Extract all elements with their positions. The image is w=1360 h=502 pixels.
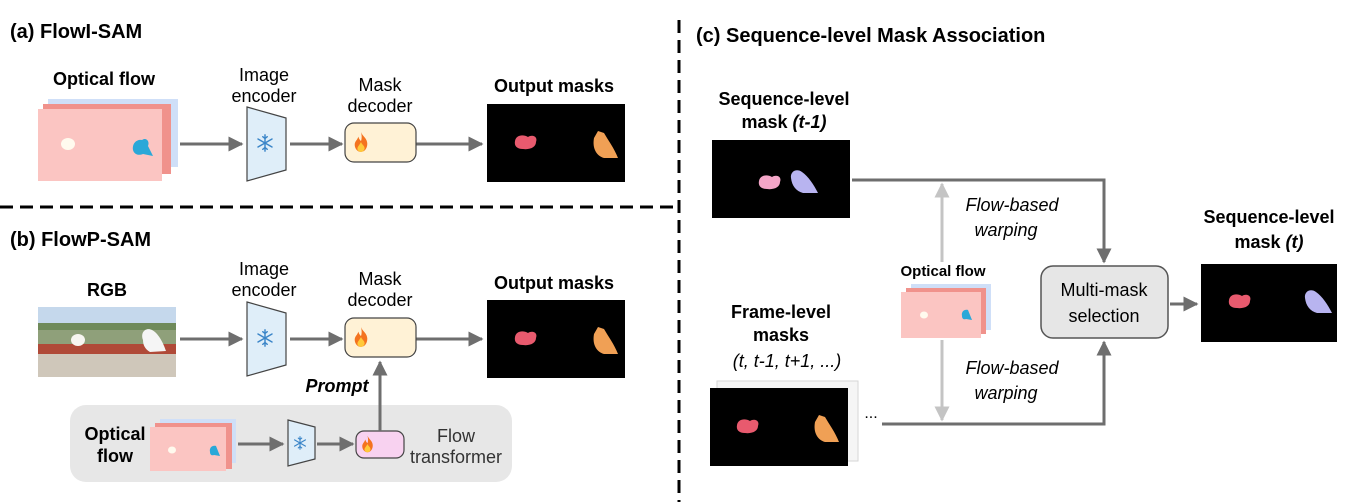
rgb-image bbox=[38, 307, 176, 377]
prompt-label: Prompt bbox=[306, 376, 370, 396]
warp-bottom-label: Flow-based bbox=[965, 358, 1059, 378]
panel-a-output-label: Output masks bbox=[494, 76, 614, 96]
panel-a-encoder-label: Image bbox=[239, 65, 289, 85]
multi-mask-selection-block bbox=[1040, 265, 1169, 339]
flow-transformer-label: Flow bbox=[437, 426, 476, 446]
mask-decoder-block bbox=[344, 122, 417, 163]
mask-shape bbox=[1304, 290, 1332, 313]
mask-shape bbox=[514, 135, 537, 150]
mask-shape bbox=[790, 170, 818, 193]
mask-shape bbox=[514, 331, 537, 346]
panel-b-encoder-label: encoder bbox=[231, 280, 296, 300]
panel-b-decoder-label: Mask bbox=[358, 269, 402, 289]
prompt-encoder-block bbox=[287, 419, 316, 467]
seq-out-label: Sequence-level bbox=[1203, 207, 1334, 227]
panel-a-optical-flow-image bbox=[38, 99, 178, 181]
seq-prev-label: Sequence-level bbox=[718, 89, 849, 109]
arrow bbox=[852, 178, 1112, 264]
mask-shape bbox=[1228, 294, 1251, 309]
warp-top-label: warping bbox=[974, 220, 1037, 240]
panel-b-flow-label: Optical bbox=[84, 424, 145, 444]
panel-b-flow-label: flow bbox=[97, 446, 134, 466]
mask-shape bbox=[758, 175, 781, 190]
frame-level-label: Frame-level bbox=[731, 302, 831, 322]
multi-mask-selection-label: Multi-mask bbox=[1060, 280, 1148, 300]
panel-a-decoder-label: decoder bbox=[347, 96, 412, 116]
frame-level-label: (t, t-1, t+1, ...) bbox=[733, 351, 842, 371]
panel-a-title: (a) FlowI-SAM bbox=[10, 21, 142, 43]
mask-shape bbox=[814, 415, 839, 442]
warp-bottom-label: warping bbox=[974, 383, 1037, 403]
panel-a: (a) FlowI-SAM Optical flow Image encoder… bbox=[10, 21, 625, 182]
panel-a-input-label: Optical flow bbox=[53, 69, 156, 89]
prompt-optical-flow-image bbox=[150, 419, 236, 471]
panel-c-optical-flow-image bbox=[901, 284, 991, 338]
panel-c-optical-flow-label: Optical flow bbox=[900, 263, 985, 280]
panel-c-title: (c) Sequence-level Mask Association bbox=[696, 25, 1045, 47]
seq-prev-label: mask (t-1) bbox=[741, 112, 826, 132]
multi-mask-selection-label: selection bbox=[1068, 306, 1139, 326]
arrow bbox=[882, 340, 1112, 426]
warp-top-label: Flow-based bbox=[965, 195, 1059, 215]
panel-a-encoder-label: encoder bbox=[231, 86, 296, 106]
frame-level-label: masks bbox=[753, 325, 809, 345]
mask-shape bbox=[736, 419, 759, 434]
mask-shape bbox=[593, 327, 618, 354]
panel-b-decoder-label: decoder bbox=[347, 290, 412, 310]
ellipsis: ... bbox=[864, 405, 877, 422]
panel-c: (c) Sequence-level Mask Association Sequ… bbox=[696, 25, 1337, 466]
mask-decoder-block bbox=[344, 317, 417, 358]
panel-b-input-label: RGB bbox=[87, 280, 127, 300]
seq-prev-mask-image bbox=[712, 140, 850, 218]
seq-out-label: mask (t) bbox=[1234, 232, 1303, 252]
panel-b: (b) FlowP-SAM RGB Image encoder Mask dec… bbox=[10, 229, 625, 482]
panel-a-decoder-label: Mask bbox=[358, 75, 402, 95]
mask-shape bbox=[593, 131, 618, 158]
panel-b-title: (b) FlowP-SAM bbox=[10, 229, 151, 251]
flow-transformer-label: transformer bbox=[410, 447, 502, 467]
panel-b-output-label: Output masks bbox=[494, 273, 614, 293]
panel-b-encoder-label: Image bbox=[239, 259, 289, 279]
